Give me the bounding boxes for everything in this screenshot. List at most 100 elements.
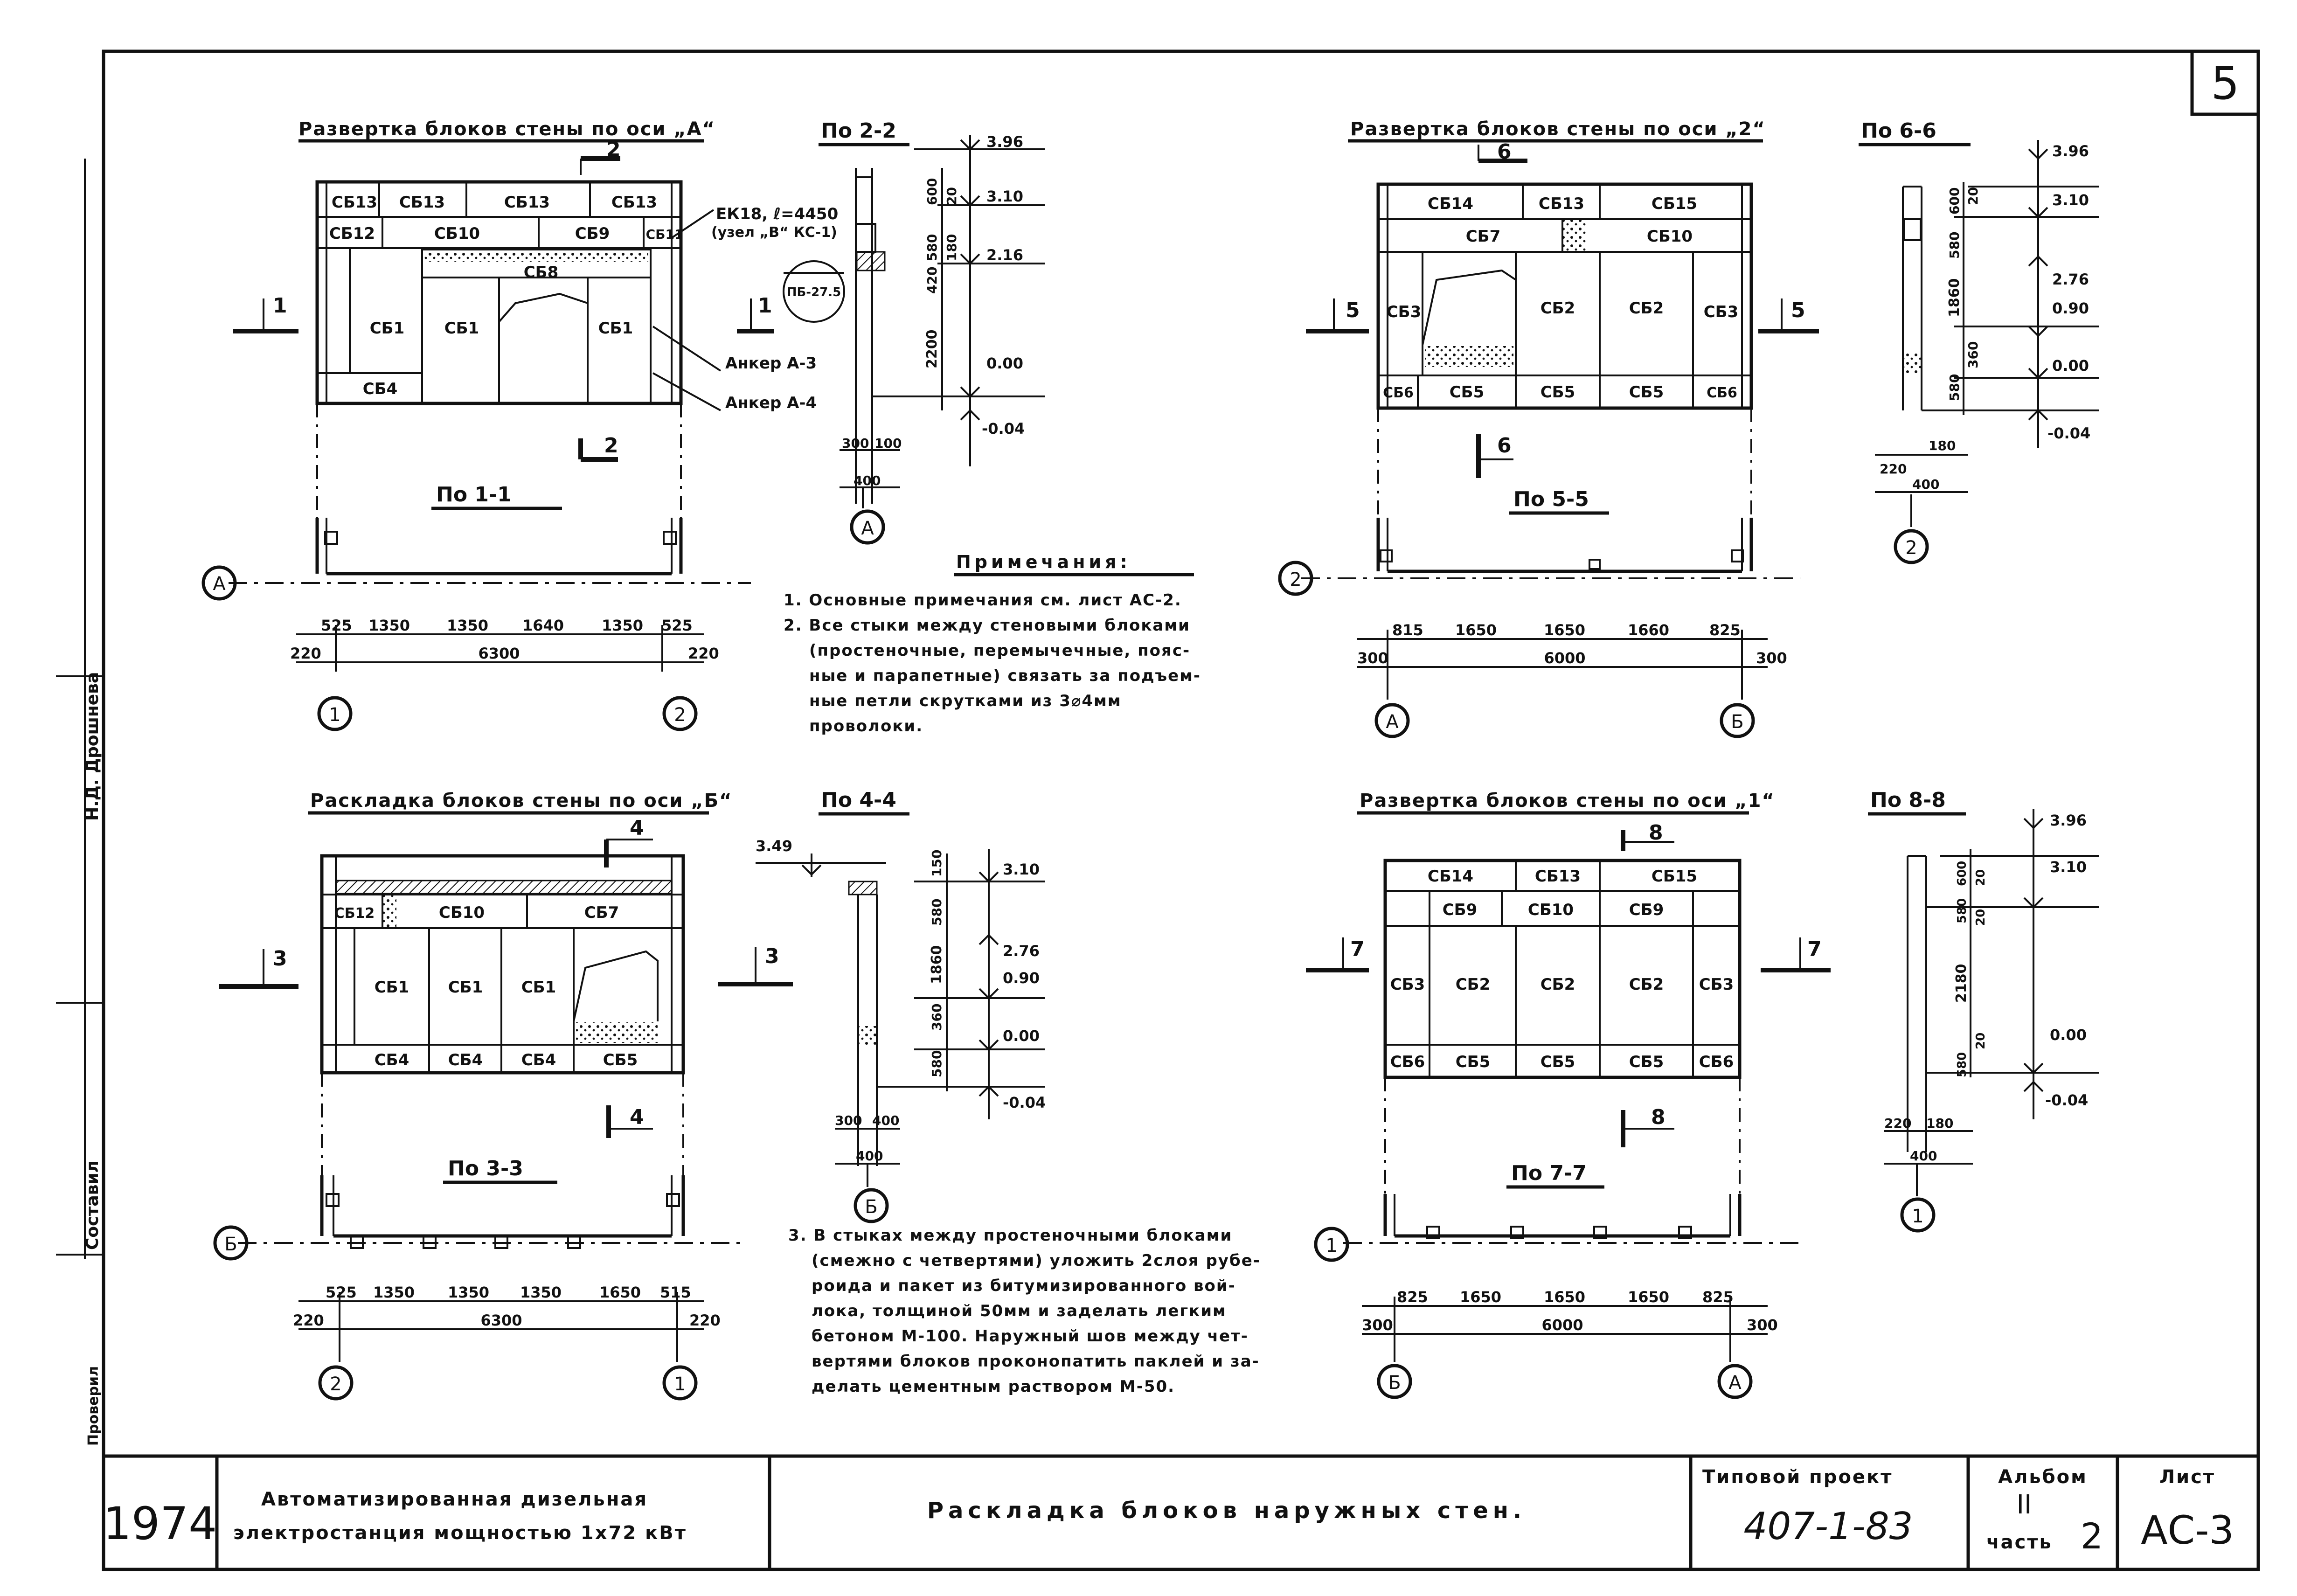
sec22-dim-5: 180 (944, 234, 959, 261)
plan77-title: По 7-7 (1511, 1161, 1587, 1185)
block-b-bottom-4: СБ5 (603, 1051, 638, 1069)
plan33-dim-1: 525 (326, 1284, 357, 1301)
plan55-dim-4: 1660 (1628, 621, 1669, 639)
cut-b-right: 3 (765, 944, 779, 968)
sec88-dim-8: 220 (1884, 1116, 1911, 1131)
plan55-dim-5: 825 (1709, 621, 1741, 639)
sec88-level-1: 3.96 (2050, 812, 2087, 829)
cut-1-left: 7 (1350, 937, 1365, 961)
plan-5-5: По 5-5 2 815 1650 1650 1660 825 6000 300… (1278, 487, 1800, 738)
plan55-dim-3: 1650 (1544, 621, 1585, 639)
sec66-dim-7: 220 (1880, 461, 1907, 477)
sec22-dim-2: 20 (944, 187, 959, 205)
stamp-part-number: 2 (2081, 1515, 2103, 1557)
sec88-dim-2: 20 (1974, 869, 1988, 886)
sheet-number: 5 (2211, 57, 2239, 110)
plan55-axis-a: А (1386, 711, 1399, 733)
callout-node: (узел „В“ КС-1) (711, 224, 837, 241)
sec22-level-2: 3.10 (986, 187, 1023, 205)
plan77-edge-right: 300 (1747, 1316, 1778, 1334)
block-b-mid-1: СБ12 (334, 905, 375, 922)
plan33-axis-1: 1 (674, 1374, 686, 1395)
block-a-top-2: СБ13 (399, 193, 445, 212)
block-a-body-1: СБ1 (370, 319, 405, 338)
sec88-level-3: 0.00 (2050, 1026, 2087, 1044)
block-1-bottom-2: СБ5 (1456, 1053, 1491, 1071)
block-2-body-1: СБ3 (1387, 303, 1422, 321)
plan11-dim-2: 1350 (368, 617, 410, 634)
sec66-level-1: 3.96 (2052, 142, 2089, 160)
sec66-level-2: 3.10 (2052, 191, 2089, 209)
plan33-dim-5: 1650 (599, 1284, 641, 1301)
sec88-dim-4: 20 (1974, 909, 1988, 926)
sec88-title: По 8-8 (1870, 788, 1946, 812)
block-2-bottom-5: СБ6 (1707, 385, 1737, 401)
stamp-album-number: II (2016, 1490, 2032, 1520)
plan33-title: По 3-3 (448, 1157, 523, 1180)
sec22-dim-3: 580 (924, 234, 940, 261)
plan77-axis-b: Б (1388, 1372, 1401, 1394)
sec66-dim-2: 20 (1965, 187, 1981, 205)
sec88-axis: 1 (1912, 1206, 1923, 1227)
plan55-total: 6000 (1544, 649, 1585, 667)
block-1-body-4: СБ2 (1629, 975, 1664, 994)
block-2-top-1: СБ14 (1428, 194, 1473, 213)
plan77-total: 6000 (1541, 1316, 1583, 1334)
plan33-edge-right: 220 (689, 1311, 721, 1329)
sec88-dim-5: 2180 (1953, 964, 1970, 1003)
plan11-dim-6: 525 (661, 617, 693, 634)
notes-heading: Примечания: (956, 552, 1131, 572)
cut-2-right: 5 (1791, 298, 1805, 322)
plan11-total: 6300 (478, 645, 520, 662)
block-1-mid-2: СБ10 (1528, 901, 1574, 919)
block-a-mid-2: СБ10 (434, 224, 480, 243)
stamp-sheet-title: Раскладка блоков наружных стен. (927, 1498, 1526, 1524)
margin-checked: Проверил (85, 1366, 102, 1446)
section-2-2: По 2-2 3.96 3.10 2.16 0.00 -0.04 600 20 … (819, 119, 1045, 545)
cut-b-bottom: 4 (630, 1105, 644, 1129)
note-line-4: ные и парапетные) связать за подъем- (809, 666, 1201, 685)
plan55-edge-right: 300 (1756, 649, 1787, 667)
plan77-axis-row: 1 (1325, 1235, 1337, 1256)
margin-name: Н.Д. Дрошнева (83, 672, 102, 821)
block-a-body-2: СБ1 (444, 319, 479, 338)
cut-a-right: 1 (758, 294, 772, 318)
block-a-top-4: СБ13 (611, 193, 657, 212)
axis-b-title: Раскладка блоков стены по оси „Б“ (310, 790, 732, 812)
block-a-top-1: СБ13 (332, 193, 377, 212)
plan33-dim-6: 515 (660, 1284, 691, 1301)
stamp-year: 1974 (103, 1498, 217, 1550)
sec44-axis: Б (865, 1196, 877, 1218)
sec88-level-4: -0.04 (2045, 1091, 2088, 1109)
plan77-dim-1: 825 (1397, 1288, 1428, 1306)
plan-1-1: По 1-1 А 525 1350 1350 1640 1350 525 630… (201, 483, 751, 731)
plan77-dim-2: 1650 (1460, 1288, 1501, 1306)
block-1-body-1: СБ3 (1390, 975, 1425, 994)
block-2-bottom-3: СБ5 (1541, 383, 1575, 402)
block-2-body-3: СБ2 (1629, 299, 1664, 318)
note-3-block: 3. В стыках между простеночными блоками … (788, 1226, 1260, 1396)
sec88-dim-6: 580 (1955, 1052, 1969, 1077)
sec22-level-5: -0.04 (982, 420, 1025, 437)
block-1-bottom-4: СБ5 (1629, 1053, 1664, 1071)
sec66-dim-6: 580 (1947, 374, 1962, 401)
anchor-a4: Анкер А-4 (725, 394, 817, 412)
block-1-bottom-1: СБ6 (1390, 1053, 1425, 1071)
title-block: 1974 Автоматизированная дизельная электр… (103, 1466, 2234, 1557)
sec88-dim-3: 580 (1955, 898, 1969, 923)
sheet-frame (102, 49, 2260, 1571)
notes-block: Примечания: 1. Основные примечания см. л… (784, 552, 1201, 736)
plan11-edge-left: 220 (290, 645, 321, 662)
sec22-dim-8: 100 (874, 436, 902, 451)
plan11-axis-2: 2 (674, 704, 686, 726)
sec88-dim-1: 600 (1955, 861, 1969, 886)
axis-a-title: Развертка блоков стены по оси „А“ (298, 118, 715, 140)
block-b-body-2: СБ1 (448, 978, 483, 997)
block-1-body-2: СБ2 (1456, 975, 1491, 994)
block-2-body-2: СБ2 (1541, 299, 1575, 318)
sec44-dim-4: 360 (929, 1004, 944, 1031)
block-2-bottom-1: СБ6 (1383, 385, 1414, 401)
stamp-part-label: часть (1986, 1532, 2053, 1553)
sec66-dim-3: 580 (1947, 232, 1962, 259)
cut-a-bottom: 2 (604, 434, 618, 458)
